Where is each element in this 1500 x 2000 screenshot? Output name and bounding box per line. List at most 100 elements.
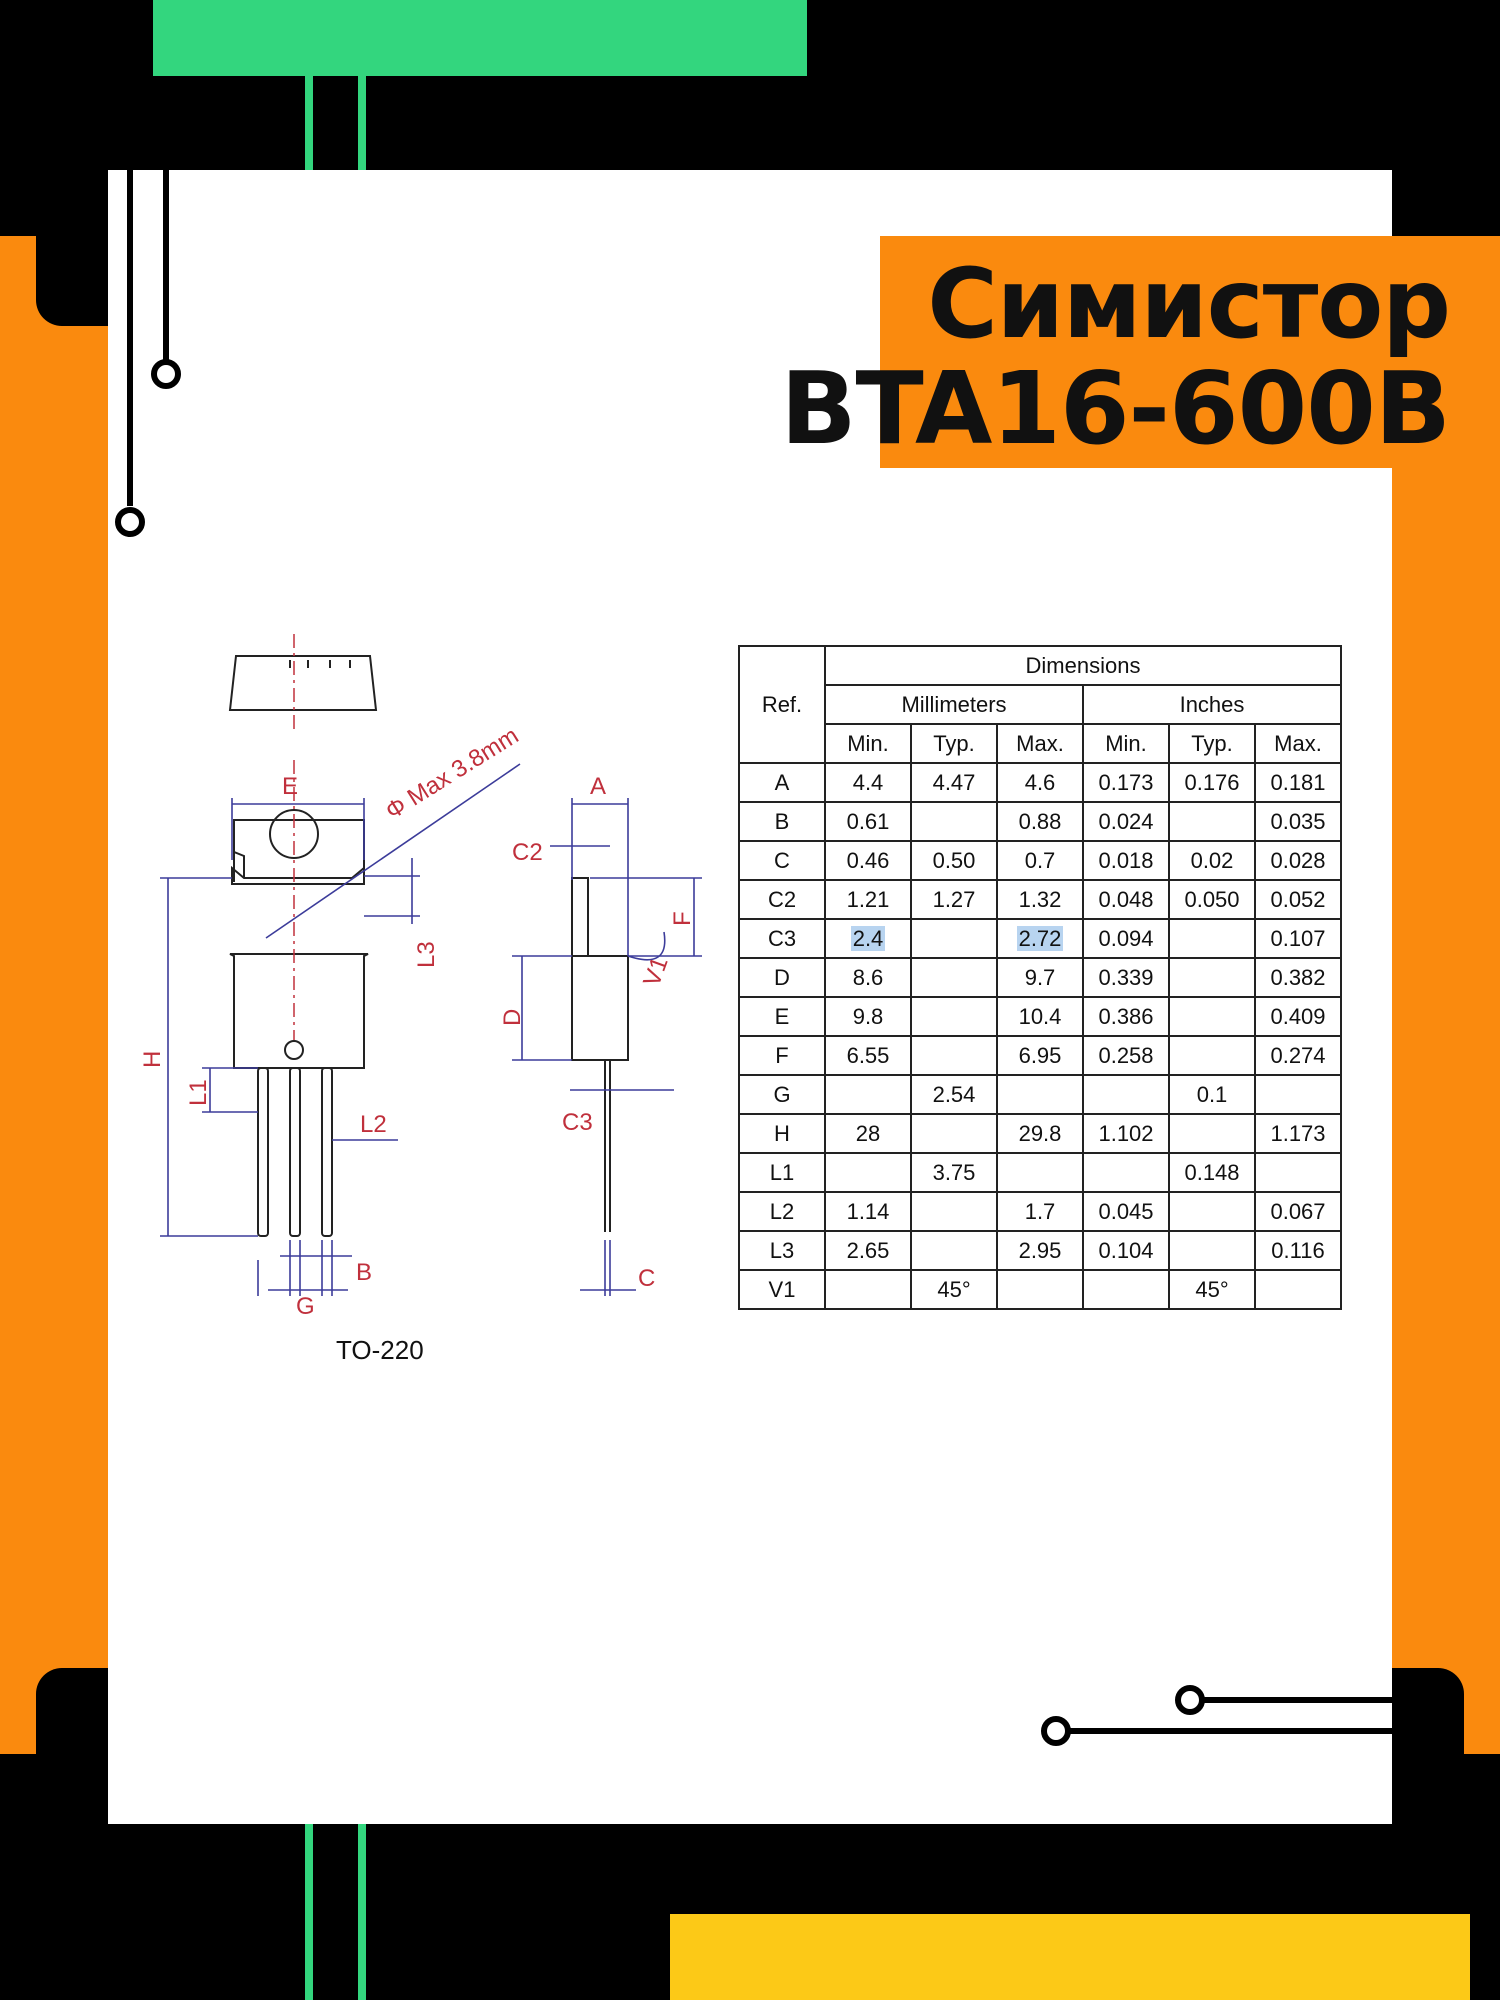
value-text: 10.4	[1018, 1003, 1062, 1029]
dimensions-table: Ref. Dimensions Millimeters Inches Min. …	[738, 645, 1342, 1310]
value-text: 1.173	[1270, 1120, 1326, 1146]
subheader-cell: Max.	[1254, 723, 1342, 764]
value-cell: 2.4	[824, 918, 912, 959]
dim-label-C3: C3	[562, 1109, 593, 1136]
dim-label-A: A	[590, 773, 606, 800]
to220-drawing: E H L1 L2 L3 B G A C2 F D C3 V1 C Φ Max …	[139, 634, 702, 1320]
title-banner	[880, 236, 1500, 468]
value-text: 0.104	[1098, 1237, 1154, 1263]
value-text: 2.95	[1018, 1237, 1062, 1263]
value-cell: 0.02	[1168, 840, 1256, 881]
value-text: 6.95	[1018, 1042, 1062, 1068]
value-text: 0.048	[1098, 886, 1154, 912]
value-cell: 1.102	[1082, 1113, 1170, 1154]
package-label: TO-220	[336, 1335, 424, 1365]
value-text: 2.72	[1016, 925, 1064, 951]
value-cell: 1.27	[910, 879, 998, 920]
value-cell	[1168, 957, 1256, 998]
top-view-body	[228, 655, 378, 711]
value-cell	[910, 996, 998, 1037]
value-cell: 0.176	[1168, 762, 1256, 803]
value-cell: 6.55	[824, 1035, 912, 1076]
value-text: 3.75	[932, 1159, 976, 1185]
value-cell	[1082, 1152, 1170, 1193]
value-cell: 0.386	[1082, 996, 1170, 1037]
value-cell: 0.173	[1082, 762, 1170, 803]
value-text: 0.88	[1018, 808, 1062, 834]
value-cell: 0.382	[1254, 957, 1342, 998]
value-cell: 9.8	[824, 996, 912, 1037]
value-cell: 0.028	[1254, 840, 1342, 881]
header-inches: Inches	[1082, 684, 1342, 725]
ref-cell: C2	[738, 879, 826, 920]
value-cell	[1082, 1269, 1170, 1310]
value-cell: 0.094	[1082, 918, 1170, 959]
value-text: 1.32	[1018, 886, 1062, 912]
table-subheader-row: Min. Typ. Max. Min. Typ. Max.	[739, 723, 1342, 764]
value-cell	[996, 1074, 1084, 1115]
title-line-1: Симистор	[927, 248, 1451, 360]
value-text: 0.7	[1024, 847, 1056, 873]
dim-label-D: D	[499, 1009, 526, 1026]
value-cell	[996, 1269, 1084, 1310]
value-cell: 0.7	[996, 840, 1084, 881]
dim-label-L2: L2	[360, 1111, 387, 1138]
value-cell: 45°	[910, 1269, 998, 1310]
value-text: 0.052	[1270, 886, 1326, 912]
dim-label-C2: C2	[512, 839, 543, 866]
dim-label-L1: L1	[185, 1079, 212, 1106]
value-text: 6.55	[846, 1042, 890, 1068]
value-cell: 0.46	[824, 840, 912, 881]
value-cell: 0.409	[1254, 996, 1342, 1037]
value-cell	[824, 1269, 912, 1310]
value-cell: 0.61	[824, 801, 912, 842]
value-cell: 1.21	[824, 879, 912, 920]
ref-cell: H	[738, 1113, 826, 1154]
value-cell: 0.258	[1082, 1035, 1170, 1076]
ref-cell: A	[738, 762, 826, 803]
subheader-cell: Typ.	[910, 723, 998, 764]
value-cell: 1.173	[1254, 1113, 1342, 1154]
value-cell	[1082, 1074, 1170, 1115]
value-text: 4.47	[932, 769, 976, 795]
value-cell	[910, 1035, 998, 1076]
value-text: 1.27	[932, 886, 976, 912]
value-cell: 2.95	[996, 1230, 1084, 1271]
ref-cell: L1	[738, 1152, 826, 1193]
value-text: 1.14	[846, 1198, 890, 1224]
value-text: 0.02	[1190, 847, 1234, 873]
dim-label-C: C	[638, 1265, 655, 1292]
value-cell: 0.50	[910, 840, 998, 881]
side-body	[571, 955, 629, 1061]
table-header-row: Ref. Dimensions	[738, 645, 1342, 764]
dim-label-G: G	[296, 1293, 315, 1320]
value-cell: 0.048	[1082, 879, 1170, 920]
green-top-bar	[153, 0, 807, 76]
value-text: 8.6	[852, 964, 884, 990]
header-dimensions: Dimensions	[824, 645, 1342, 686]
value-cell: 4.4	[824, 762, 912, 803]
value-cell: 1.7	[996, 1191, 1084, 1232]
ref-cell: C3	[738, 918, 826, 959]
value-cell: 0.181	[1254, 762, 1342, 803]
subheader-cell: Typ.	[1168, 723, 1256, 764]
value-text: 45°	[937, 1276, 971, 1302]
value-cell: 4.6	[996, 762, 1084, 803]
value-cell: 2.65	[824, 1230, 912, 1271]
value-cell: 0.045	[1082, 1191, 1170, 1232]
ref-cell: L2	[738, 1191, 826, 1232]
header-ref: Ref.	[738, 645, 826, 764]
ref-cell: L3	[738, 1230, 826, 1271]
value-text: 0.018	[1098, 847, 1154, 873]
value-cell: 9.7	[996, 957, 1084, 998]
value-text: 0.067	[1270, 1198, 1326, 1224]
yellow-bottom-bar	[670, 1914, 1470, 2000]
value-cell: 10.4	[996, 996, 1084, 1037]
value-cell	[1168, 1113, 1256, 1154]
value-cell: 29.8	[996, 1113, 1084, 1154]
value-text: 4.4	[852, 769, 884, 795]
